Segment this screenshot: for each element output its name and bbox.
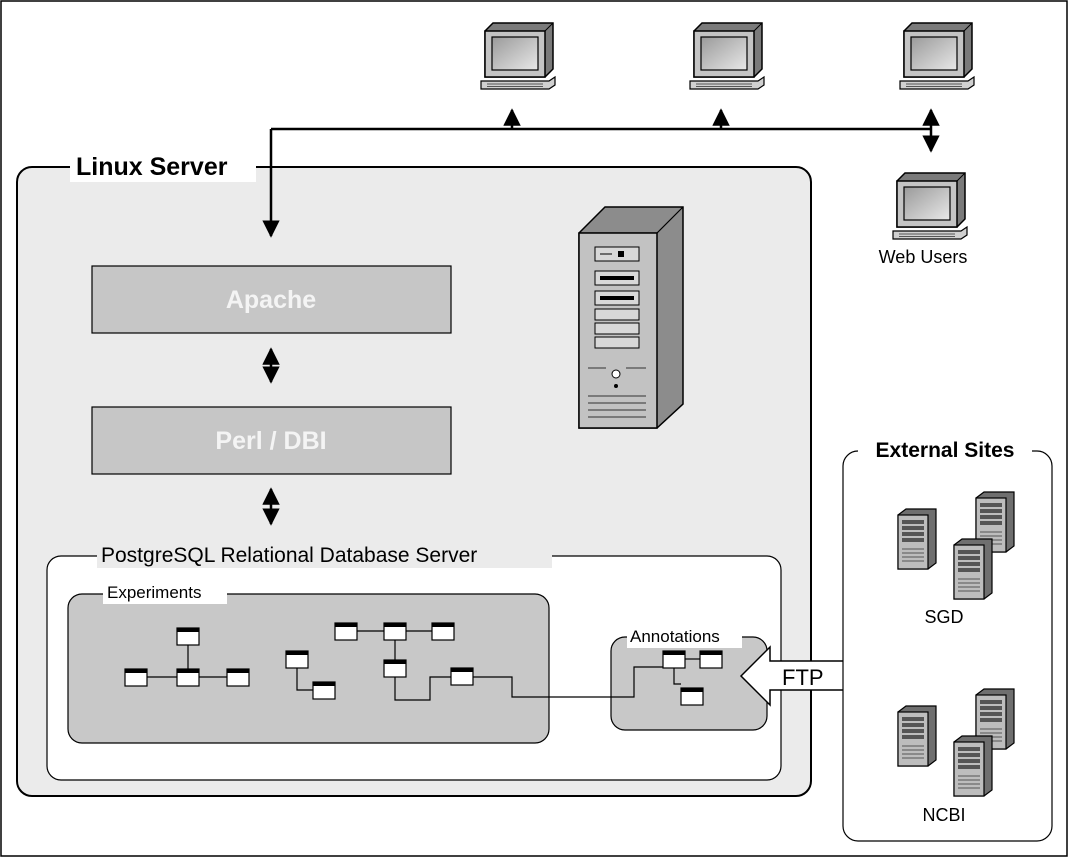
site-label-sgd: SGD: [924, 607, 963, 627]
table-icon: [334, 622, 358, 641]
table-icon: [312, 681, 336, 700]
table-icon: [383, 659, 407, 678]
schema-connectors: [147, 630, 700, 701]
table-icon: [285, 650, 309, 669]
external-sites-title: External Sites: [876, 439, 1015, 462]
experiments-title-bg: [103, 582, 227, 604]
site-label-ncbi: NCBI: [922, 805, 965, 825]
perl-dbi-label: Perl / DBI: [215, 427, 326, 455]
experiments-label: Experiments: [107, 583, 201, 602]
table-icon: [699, 650, 723, 669]
table-icon: [680, 687, 704, 706]
table-icon: [124, 668, 148, 687]
linux-server-title: Linux Server: [76, 153, 228, 181]
external-sites-panel: [842, 450, 1053, 842]
network-lines: [262, 108, 940, 238]
annotations-label: Annotations: [630, 627, 720, 646]
postgresql-title: PostgreSQL Relational Database Server: [101, 544, 477, 567]
tower-server-icon: [578, 206, 684, 429]
table-icon: [176, 668, 200, 687]
external-sites-title-bg: [858, 436, 1032, 464]
annotations-title-bg: [627, 626, 742, 648]
perl-dbi-box: [91, 406, 452, 475]
ftp-label: FTP: [782, 665, 824, 690]
table-icon: [383, 622, 407, 641]
apache-box: [91, 265, 452, 334]
table-icon: [662, 650, 686, 669]
table-icon: [450, 667, 474, 686]
table-icon: [431, 622, 455, 641]
apache-label: Apache: [226, 286, 316, 314]
linux-server-title-bg: [70, 150, 256, 182]
web-users-label: Web Users: [879, 247, 968, 267]
postgresql-title-bg: [97, 540, 552, 568]
table-icon: [176, 627, 200, 646]
table-icon: [226, 668, 250, 687]
